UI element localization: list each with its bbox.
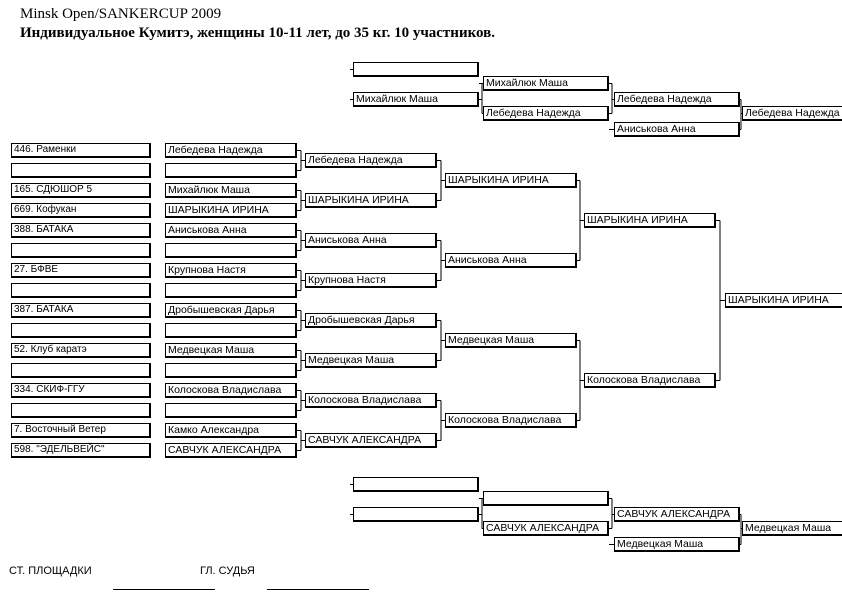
round1-entry: Колоскова Владислава — [165, 383, 297, 398]
repechage-top-r1-entry: Михайлюк Маша — [353, 92, 479, 107]
club-entry: 669. Кофукан — [11, 203, 151, 218]
round2-entry: Аниськова Анна — [305, 233, 437, 248]
round2-entry: Колоскова Владислава — [305, 393, 437, 408]
club-entry — [11, 163, 151, 178]
repechage-bottom-r3-entry: САВЧУК АЛЕКСАНДРА — [614, 507, 740, 522]
club-entry — [11, 363, 151, 378]
club-entry: 7. Восточный Ветер — [11, 423, 151, 438]
repechage-top-r1-entry — [353, 62, 479, 77]
final-winner: ШАРЫКИНА ИРИНА — [725, 293, 842, 308]
club-entry: 334. СКИФ-ГГУ — [11, 383, 151, 398]
repechage-top-r3-entry: Лебедева Надежда — [614, 92, 740, 107]
round3-entry: Аниськова Анна — [445, 253, 577, 268]
round2-entry: САВЧУК АЛЕКСАНДРА — [305, 433, 437, 448]
repechage-top-r2-entry: Лебедева Надежда — [483, 106, 609, 121]
club-entry: 27. БФВЕ — [11, 263, 151, 278]
club-entry: 388. БАТАКА — [11, 223, 151, 238]
round1-entry: Крупнова Настя — [165, 263, 297, 278]
round1-entry: Камко Александра — [165, 423, 297, 438]
round1-entry — [165, 363, 297, 378]
club-entry: 598. "ЭДЕЛЬВЕЙС" — [11, 443, 151, 458]
head-judge-signature-line — [267, 589, 369, 590]
round1-entry: Лебедева Надежда — [165, 143, 297, 158]
club-entry: 446. Раменки — [11, 143, 151, 158]
round4-entry: ШАРЫКИНА ИРИНА — [584, 213, 716, 228]
round1-entry — [165, 323, 297, 338]
club-entry — [11, 283, 151, 298]
round1-entry: Медвецкая Маша — [165, 343, 297, 358]
repechage-bottom-r2-entry: САВЧУК АЛЕКСАНДРА — [483, 521, 609, 536]
round2-entry: Медвецкая Маша — [305, 353, 437, 368]
round3-entry: Колоскова Владислава — [445, 413, 577, 428]
repechage-bottom-winner: Медвецкая Маша — [742, 521, 842, 536]
repechage-top-r2-entry: Михайлюк Маша — [483, 76, 609, 91]
repechage-bottom-r3-entry: Медвецкая Маша — [614, 537, 740, 552]
repechage-bottom-r1-entry — [353, 507, 479, 522]
round3-entry: Медвецкая Маша — [445, 333, 577, 348]
round2-entry: ШАРЫКИНА ИРИНА — [305, 193, 437, 208]
club-entry: 387. БАТАКА — [11, 303, 151, 318]
round1-entry: ШАРЫКИНА ИРИНА — [165, 203, 297, 218]
round1-entry: САВЧУК АЛЕКСАНДРА — [165, 443, 297, 458]
round1-entry: Дробышевская Дарья — [165, 303, 297, 318]
round1-entry: Михайлюк Маша — [165, 183, 297, 198]
round1-entry — [165, 283, 297, 298]
site-chief-label: СТ. ПЛОЩАДКИ — [9, 565, 92, 577]
club-entry: 165. СДЮШОР 5 — [11, 183, 151, 198]
round1-entry — [165, 243, 297, 258]
head-judge-label: ГЛ. СУДЬЯ — [200, 565, 255, 577]
round4-entry: Колоскова Владислава — [584, 373, 716, 388]
repechage-bottom-r1-entry — [353, 477, 479, 492]
club-entry — [11, 403, 151, 418]
round2-entry: Крупнова Настя — [305, 273, 437, 288]
club-entry: 52. Клуб каратэ — [11, 343, 151, 358]
repechage-bottom-r2-entry — [483, 491, 609, 506]
repechage-top-winner: Лебедева Надежда — [742, 106, 842, 121]
club-entry — [11, 323, 151, 338]
round1-entry: Аниськова Анна — [165, 223, 297, 238]
site-chief-signature-line — [113, 589, 215, 590]
page-subtitle: Индивидуальное Кумитэ, женщины 10-11 лет… — [20, 25, 496, 41]
round1-entry — [165, 163, 297, 178]
round2-entry: Лебедева Надежда — [305, 153, 437, 168]
round2-entry: Дробышевская Дарья — [305, 313, 437, 328]
page-title: Minsk Open/SANKERCUP 2009 — [20, 6, 222, 22]
repechage-top-r3-entry: Аниськова Анна — [614, 122, 740, 137]
club-entry — [11, 243, 151, 258]
round1-entry — [165, 403, 297, 418]
round3-entry: ШАРЫКИНА ИРИНА — [445, 173, 577, 188]
